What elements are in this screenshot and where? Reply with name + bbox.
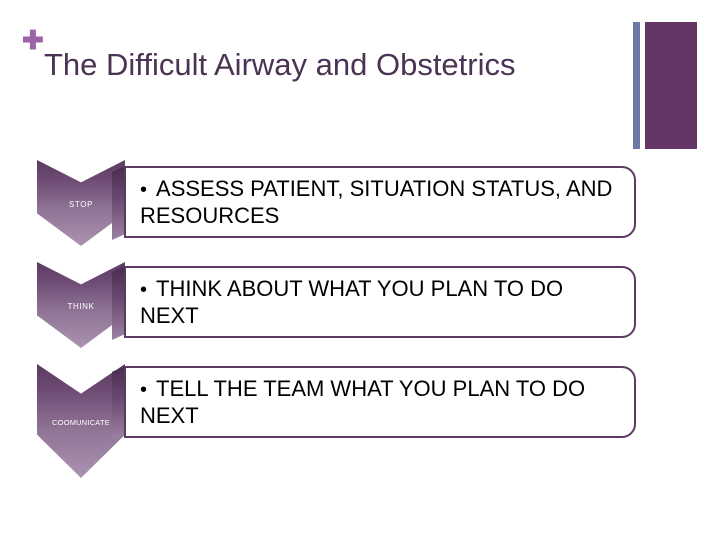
decorative-thin-bar	[633, 22, 640, 149]
bullet-icon-2: •	[140, 279, 148, 302]
chevron-step-2: THINK	[37, 262, 125, 348]
chevron-label-2: THINK	[67, 301, 95, 311]
callout-box-1: •ASSESS PATIENT, SITUATION STATUS, AND R…	[124, 166, 636, 238]
bullet-icon-1: •	[140, 179, 148, 202]
callout-edge-3	[112, 366, 125, 440]
callout-text-1: •ASSESS PATIENT, SITUATION STATUS, AND R…	[126, 175, 634, 229]
callout-body-3: TELL THE TEAM WHAT YOU PLAN TO DO NEXT	[140, 376, 586, 428]
callout-box-3: •TELL THE TEAM WHAT YOU PLAN TO DO NEXT	[124, 366, 636, 438]
plus-icon: ✚	[22, 25, 44, 55]
chevron-label-1: STOP	[68, 199, 94, 209]
callout-edge-1	[112, 166, 125, 240]
callout-edge-2	[112, 266, 125, 340]
callout-body-2: THINK ABOUT WHAT YOU PLAN TO DO NEXT	[140, 276, 564, 328]
decorative-wide-bar	[645, 22, 697, 149]
callout-text-2: •THINK ABOUT WHAT YOU PLAN TO DO NEXT	[126, 275, 634, 329]
bullet-icon-3: •	[140, 379, 148, 402]
callout-body-1: ASSESS PATIENT, SITUATION STATUS, AND RE…	[140, 176, 613, 228]
page-title: The Difficult Airway and Obstetrics	[44, 47, 516, 82]
callout-text-3: •TELL THE TEAM WHAT YOU PLAN TO DO NEXT	[126, 375, 634, 429]
callout-box-2: •THINK ABOUT WHAT YOU PLAN TO DO NEXT	[124, 266, 636, 338]
chevron-step-3: COOMUNICATE	[37, 364, 125, 478]
chevron-step-1: STOP	[37, 160, 125, 246]
chevron-label-3: COOMUNICATE	[52, 417, 110, 427]
